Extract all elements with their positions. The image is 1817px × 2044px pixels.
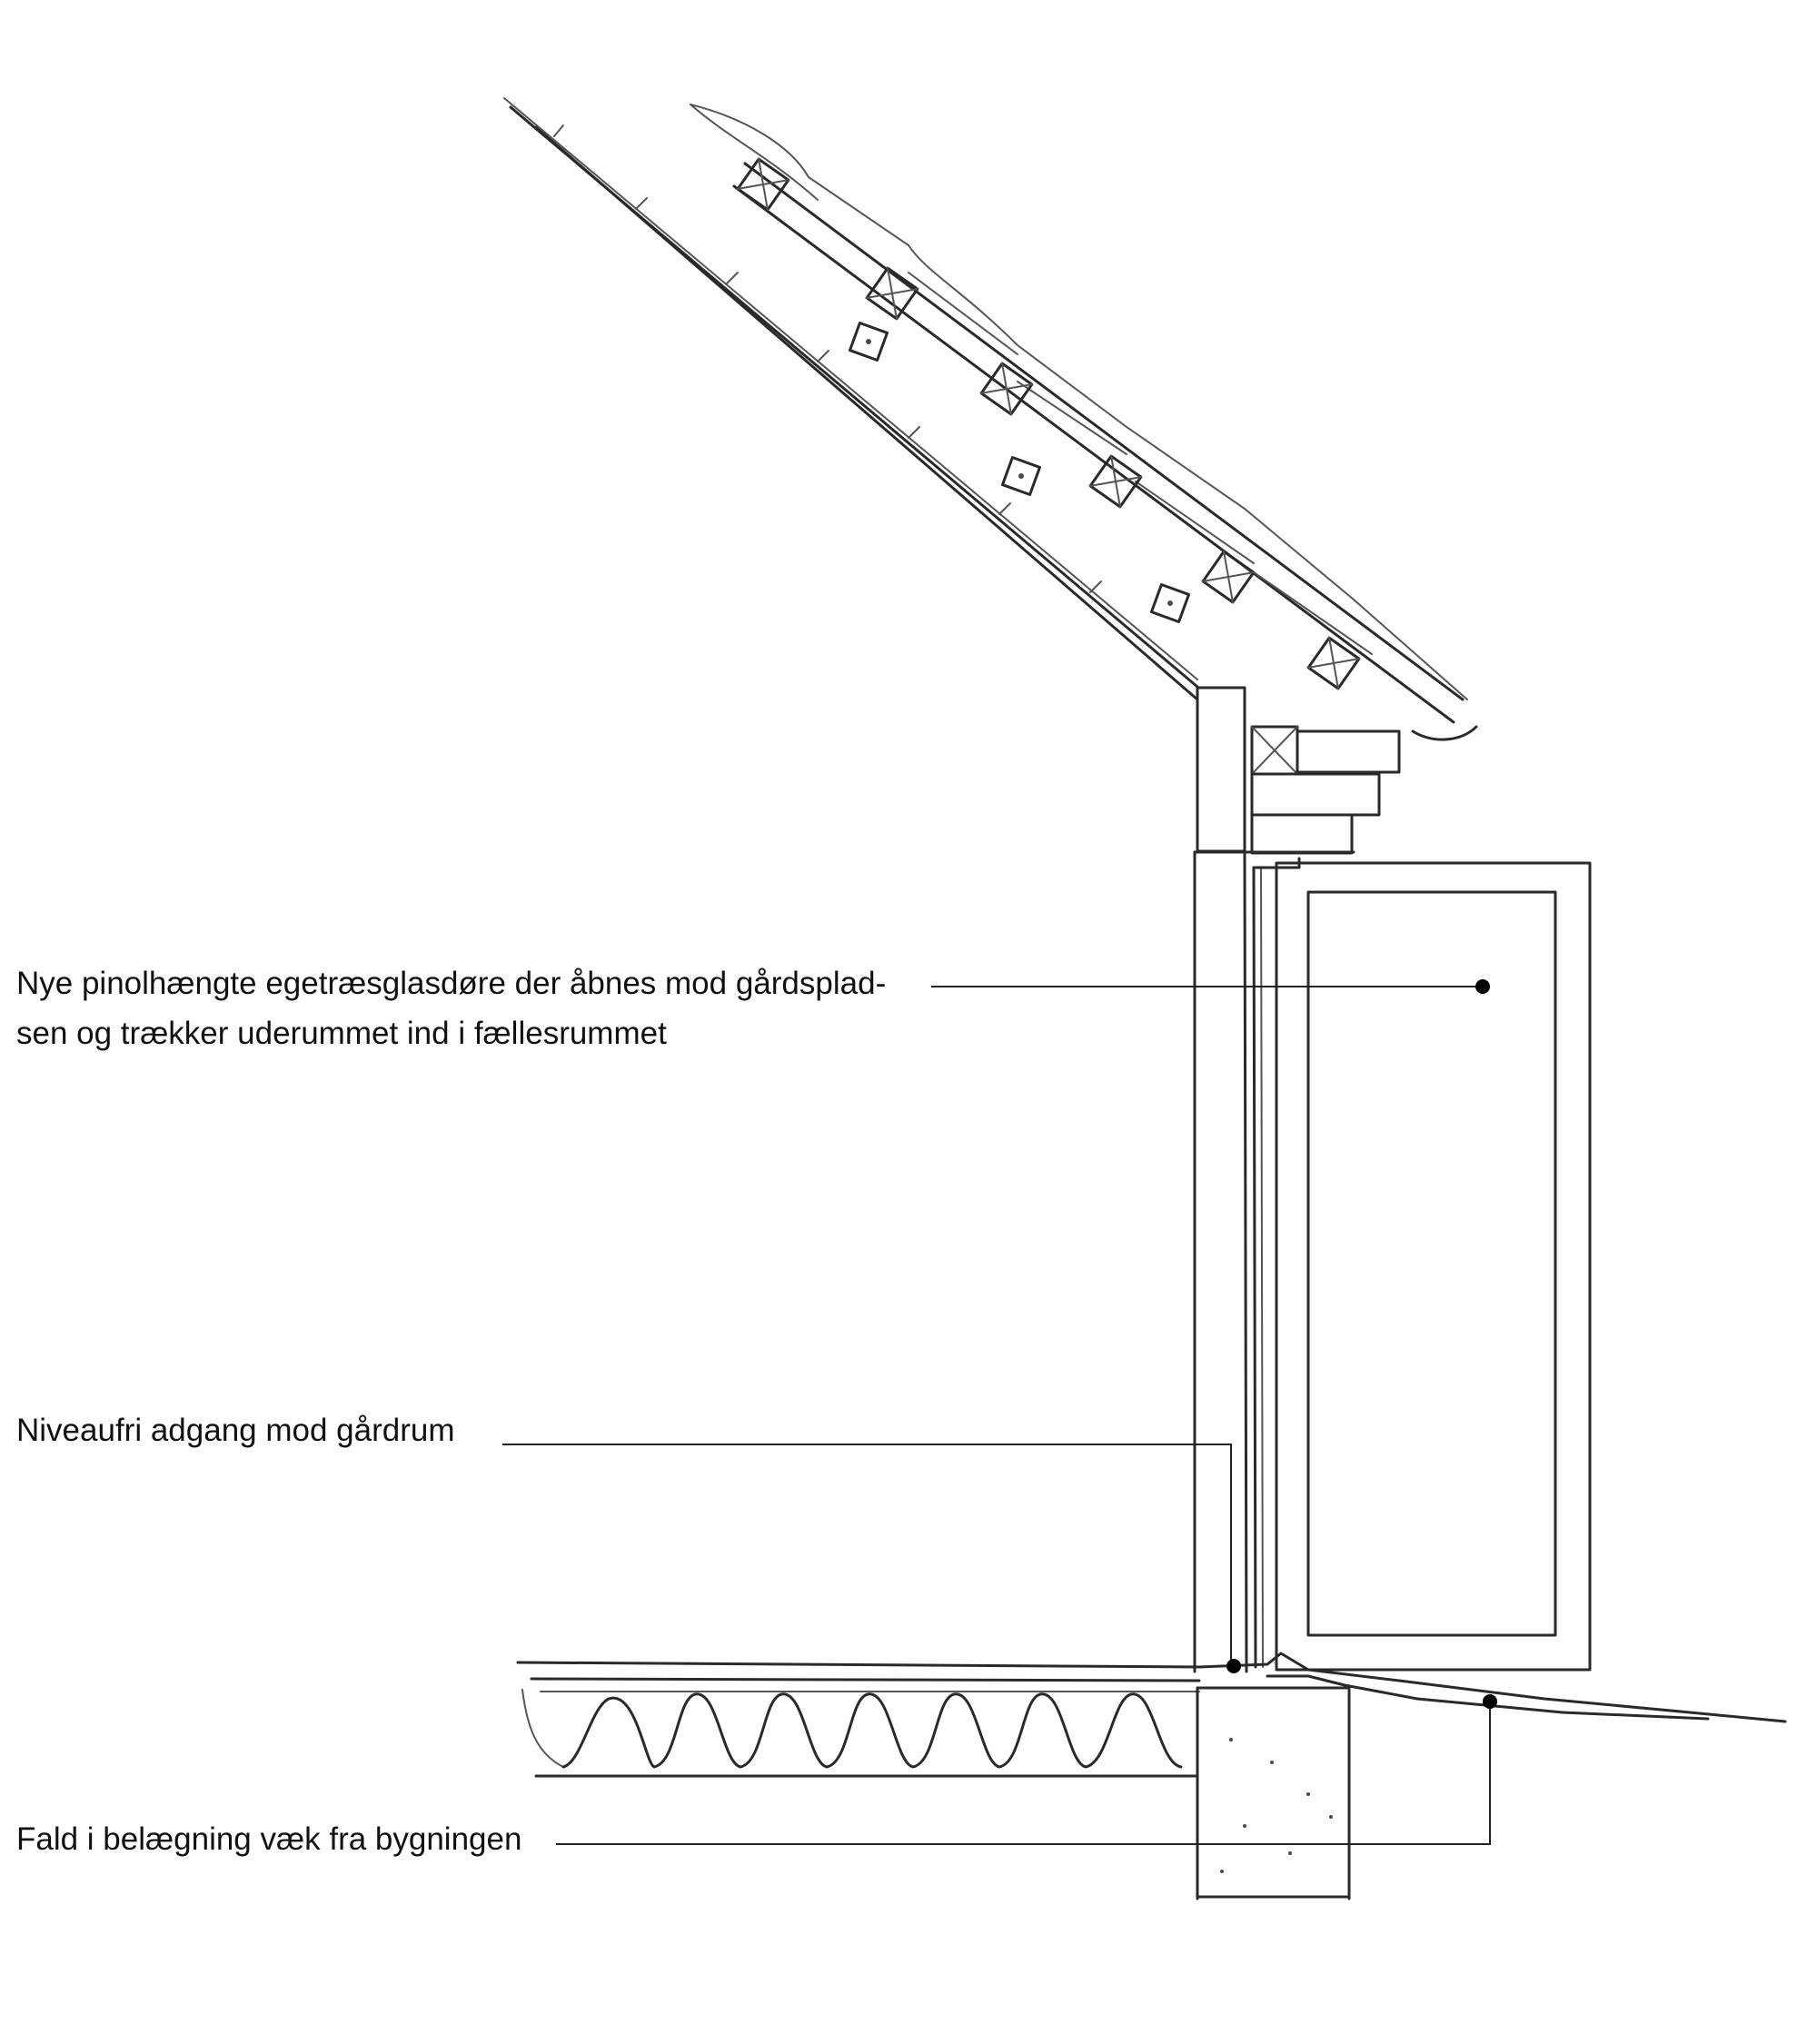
leader-lines	[502, 979, 1497, 1845]
leader-access-dot	[1226, 1659, 1241, 1673]
wall-frame	[1193, 850, 1355, 1673]
roof-soffit	[503, 97, 1199, 701]
foundation	[1196, 1686, 1351, 1900]
leader-slope	[556, 1702, 1491, 1845]
annotation-paving-slope: Fald i belægning væk fra bygningen	[16, 1814, 521, 1864]
roof-battens	[736, 157, 1361, 690]
annotation-paving-slope-line-1: Fald i belægning væk fra bygningen	[16, 1821, 522, 1857]
rafter-markers	[848, 321, 1191, 624]
leader-access	[502, 1444, 1232, 1662]
roof-tiles	[690, 104, 1478, 741]
glass-door	[1275, 861, 1592, 1672]
annotation-level-access-line-1: Niveaufri adgang mod gårdrum	[16, 1413, 455, 1448]
wall-plate	[1196, 686, 1401, 855]
leader-slope-dot	[1483, 1694, 1497, 1709]
annotation-glass-doors: Nye pinolhængte egetræsglasdøre der åbne…	[16, 958, 886, 1058]
annotation-glass-doors-line-2: sen og trække­r uderummet ind i fællesru…	[16, 1016, 667, 1051]
annotation-glass-doors-line-1: Nye pinolhængte egetræsglasdøre der åbne…	[16, 966, 887, 1001]
annotation-level-access: Niveaufri adgang mod gårdrum	[16, 1405, 454, 1455]
floor-slab	[516, 1661, 1201, 1778]
leader-doors-dot	[1475, 979, 1490, 994]
